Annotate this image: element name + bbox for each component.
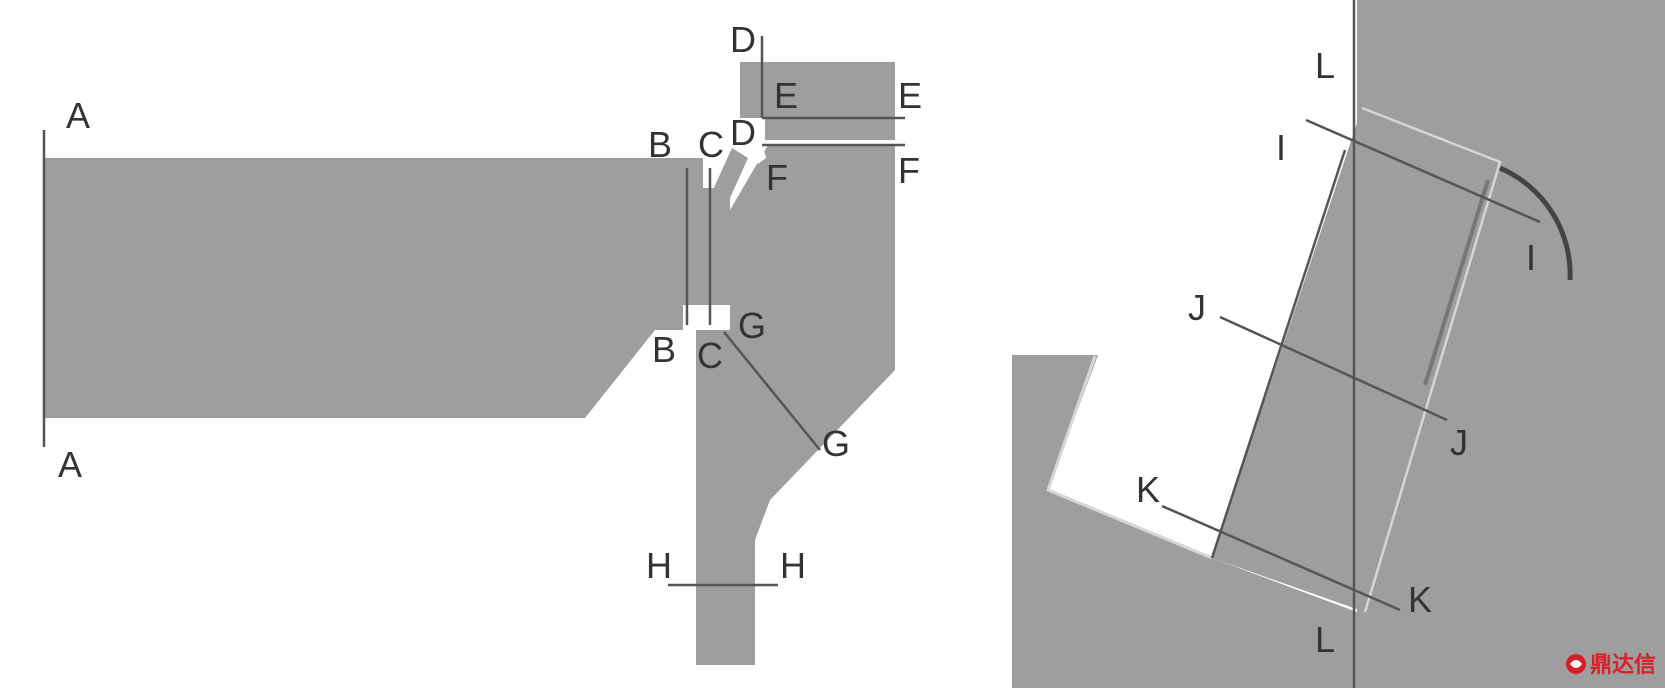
label-E-right: E	[898, 75, 922, 116]
label-G-top: G	[738, 305, 766, 346]
label-I-right: I	[1526, 237, 1536, 278]
label-K-right: K	[1408, 579, 1432, 620]
watermark: 鼎达信	[1566, 652, 1656, 678]
label-K-left: K	[1136, 469, 1160, 510]
section-line-I	[1305, 118, 1541, 224]
label-L-bottom: L	[1315, 619, 1335, 660]
section-line-G	[723, 331, 821, 451]
label-L-top: L	[1315, 45, 1335, 86]
weld-bead-rim	[1499, 165, 1573, 281]
label-B-bottom: B	[652, 329, 676, 370]
label-J-left: J	[1188, 287, 1206, 328]
label-G-bottom: G	[822, 423, 850, 464]
label-I-left: I	[1276, 127, 1286, 168]
section-line-K	[1161, 504, 1401, 612]
label-E-left: E	[774, 75, 798, 116]
plate-edge-dark	[1210, 149, 1347, 559]
fillet-detail	[748, 142, 766, 164]
label-B-top: B	[648, 124, 672, 165]
label-A-bottom: A	[58, 444, 82, 485]
plate-edge-inner	[1423, 179, 1490, 386]
label-D-top: D	[730, 19, 756, 60]
beam-body	[44, 158, 730, 418]
label-D-mid: D	[730, 112, 756, 153]
top-plate	[740, 62, 895, 140]
column-body	[696, 145, 895, 665]
label-F-left: F	[766, 157, 788, 198]
watermark-text: 鼎达信	[1590, 652, 1656, 678]
inclined-plate	[1212, 108, 1500, 612]
gap-strip	[1046, 355, 1213, 560]
section-line-J	[1219, 315, 1448, 422]
lower-left-block	[1012, 355, 1357, 688]
left-section-lines	[42, 36, 905, 587]
logo-icon	[1566, 654, 1586, 674]
label-H-right: H	[780, 545, 806, 586]
left-diagram: A A B B C C D D E E F F G G H H	[42, 19, 922, 665]
label-C-bottom: C	[697, 335, 723, 376]
weld-strip	[712, 148, 748, 198]
right-diagram: L L I I J J K K	[1012, 0, 1665, 688]
label-F-right: F	[898, 150, 920, 191]
label-J-right: J	[1450, 422, 1468, 463]
label-H-left: H	[646, 545, 672, 586]
right-section-lines	[1161, 0, 1541, 688]
plate-edge	[1361, 106, 1502, 613]
label-C-top: C	[698, 124, 724, 165]
label-A-top: A	[66, 95, 90, 136]
